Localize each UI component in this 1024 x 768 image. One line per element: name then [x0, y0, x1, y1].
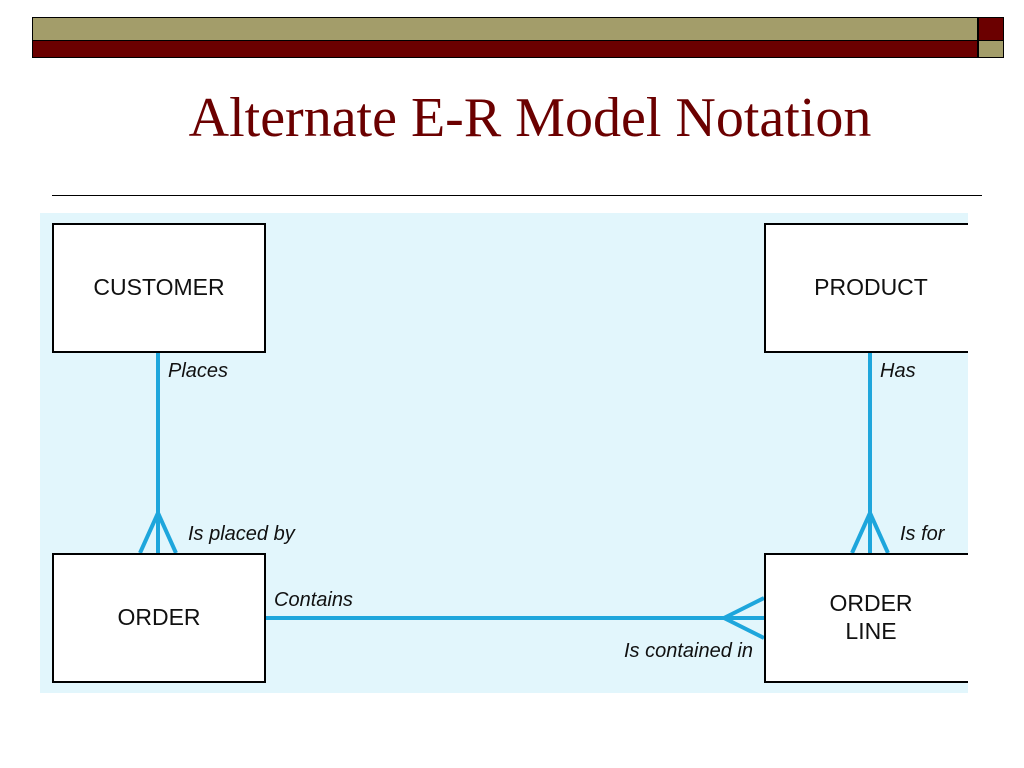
entity-order: ORDER: [52, 553, 266, 683]
entity-product-label: PRODUCT: [814, 274, 928, 301]
header-square-olive: [978, 40, 1004, 58]
label-is-contained-in: Is contained in: [624, 640, 753, 662]
er-diagram: CUSTOMER PRODUCT ORDER ORDER LINE Places…: [40, 213, 968, 693]
header-bar-maroon: [32, 40, 978, 58]
entity-order-line: ORDER LINE: [764, 553, 968, 683]
title-divider: [52, 195, 982, 196]
slide-title: Alternate E-R Model Notation: [188, 87, 872, 149]
label-is-for: Is for: [900, 523, 945, 545]
label-has: Has: [880, 360, 916, 382]
order-orderline-link: [264, 596, 765, 640]
label-is-placed-by: Is placed by: [188, 523, 295, 545]
customer-order-link: [138, 353, 178, 554]
label-places: Places: [168, 360, 229, 382]
entity-customer: CUSTOMER: [52, 223, 266, 353]
label-contains: Contains: [274, 589, 353, 611]
header-bar-olive: [32, 17, 978, 41]
entity-product: PRODUCT: [764, 223, 968, 353]
entity-order-label: ORDER: [117, 604, 201, 631]
entity-customer-label: CUSTOMER: [93, 274, 225, 301]
product-orderline-link: [850, 353, 890, 554]
relationship-lines: [138, 353, 890, 640]
header-square-maroon: [978, 17, 1004, 41]
entity-order-line-label-1: ORDER: [829, 590, 913, 617]
entity-order-line-label-2: LINE: [845, 618, 897, 644]
